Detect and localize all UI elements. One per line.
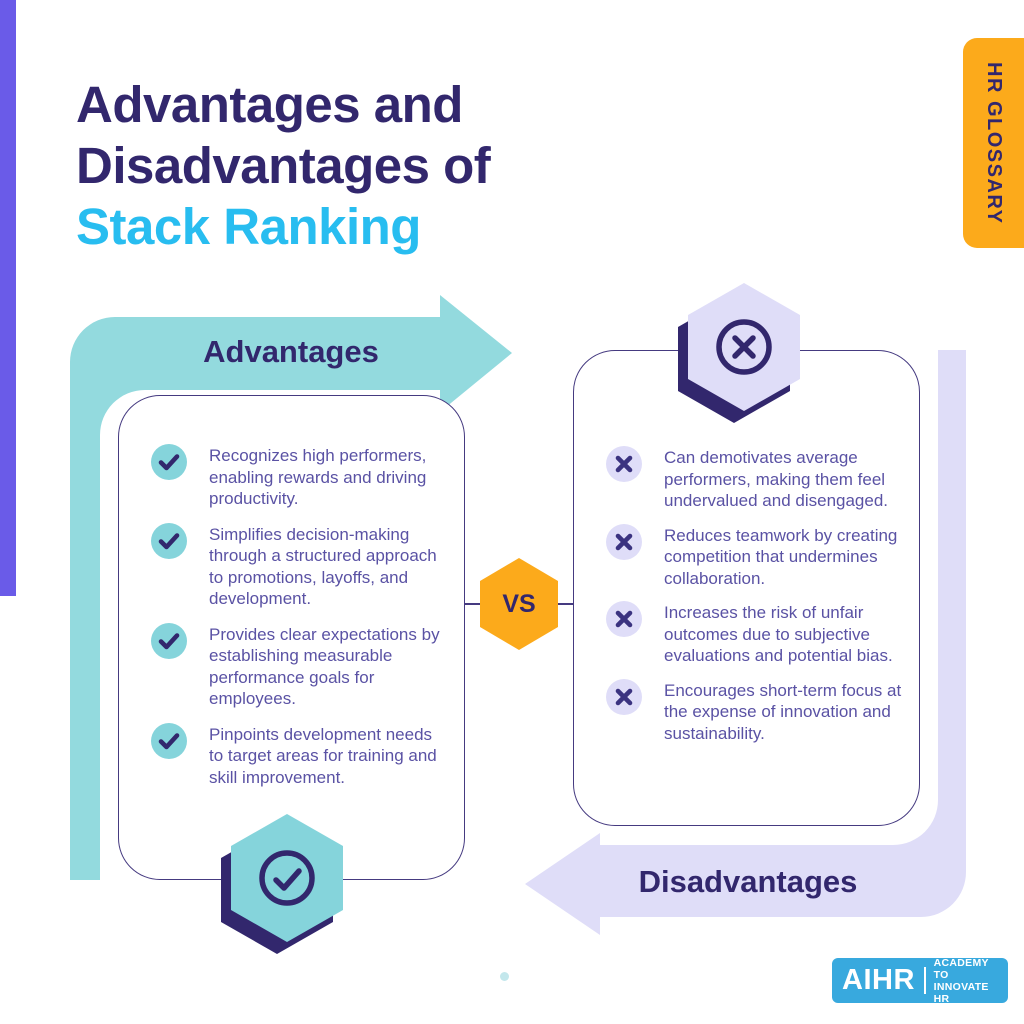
list-item: Increases the risk of unfair outcomes du… <box>606 601 903 667</box>
list-item: Reduces teamwork by creating competition… <box>606 523 903 590</box>
title-line-1: Advantages and <box>76 76 463 133</box>
title-line-2: Disadvantages of <box>76 137 491 194</box>
check-icon <box>151 722 187 759</box>
advantages-arrow-ribbon <box>70 295 512 880</box>
check-icon <box>151 622 187 659</box>
tagline-line-1: ACADEMY TO <box>933 956 989 981</box>
advantages-heading: Advantages <box>203 334 379 369</box>
list-item: Recognizes high performers, enabling rew… <box>151 444 448 510</box>
x-icon <box>606 446 642 482</box>
x-circle-icon <box>716 319 772 375</box>
advantages-arrow-shape <box>70 295 512 880</box>
disadvantage-text: Can demotivates average performers, maki… <box>664 448 889 510</box>
list-item: Can demotivates average performers, maki… <box>606 446 903 512</box>
decorative-dot <box>500 972 509 981</box>
check-badge-hexagon <box>221 814 343 954</box>
advantages-list: Recognizes high performers, enabling rew… <box>151 444 448 788</box>
disadvantages-list: Can demotivates average performers, maki… <box>606 446 903 744</box>
disadvantage-text: Encourages short-term focus at the expen… <box>664 680 902 743</box>
page-title: Advantages and Disadvantages of Stack Ra… <box>76 74 491 257</box>
hr-glossary-tab: HR GLOSSARY <box>963 38 1024 248</box>
disadvantages-card: Can demotivates average performers, maki… <box>573 350 920 826</box>
check-icon <box>151 522 187 559</box>
left-edge-accent-bar <box>0 0 16 596</box>
advantage-text: Simplifies decision-making through a str… <box>209 524 437 609</box>
disadvantage-text: Increases the risk of unfair outcomes du… <box>664 603 893 665</box>
vs-hexagon <box>480 558 558 650</box>
list-item: Simplifies decision-making through a str… <box>151 522 448 610</box>
check-circle-icon <box>259 850 315 906</box>
disadvantages-arrow-shape <box>525 350 966 935</box>
aihr-logo-brand: AIHR <box>842 964 915 996</box>
list-item: Encourages short-term focus at the expen… <box>606 678 903 745</box>
tagline-line-2: INNOVATE HR <box>933 980 989 1005</box>
advantages-card: Recognizes high performers, enabling rew… <box>118 395 465 880</box>
list-item: Pinpoints development needs to target ar… <box>151 722 448 789</box>
disadvantages-heading: Disadvantages <box>638 864 858 899</box>
aihr-logo: AIHR ACADEMY TO INNOVATE HR <box>832 957 1008 1005</box>
x-badge-hexagon <box>678 283 800 423</box>
list-item: Provides clear expectations by establish… <box>151 622 448 710</box>
x-icon <box>606 678 642 715</box>
advantage-text: Recognizes high performers, enabling rew… <box>209 446 427 508</box>
x-icon <box>606 523 642 560</box>
advantage-text: Provides clear expectations by establish… <box>209 624 440 709</box>
aihr-logo-tagline: ACADEMY TO INNOVATE HR <box>934 957 998 1005</box>
hr-glossary-tab-label: HR GLOSSARY <box>983 61 1005 225</box>
x-icon <box>606 601 642 637</box>
disadvantage-text: Reduces teamwork by creating competition… <box>664 525 898 588</box>
advantage-text: Pinpoints development needs to target ar… <box>209 724 437 787</box>
vs-label: VS <box>502 589 536 618</box>
logo-divider <box>923 967 926 994</box>
title-highlight: Stack Ranking <box>76 198 421 255</box>
check-icon <box>151 444 187 480</box>
disadvantages-arrow-ribbon <box>525 350 966 935</box>
